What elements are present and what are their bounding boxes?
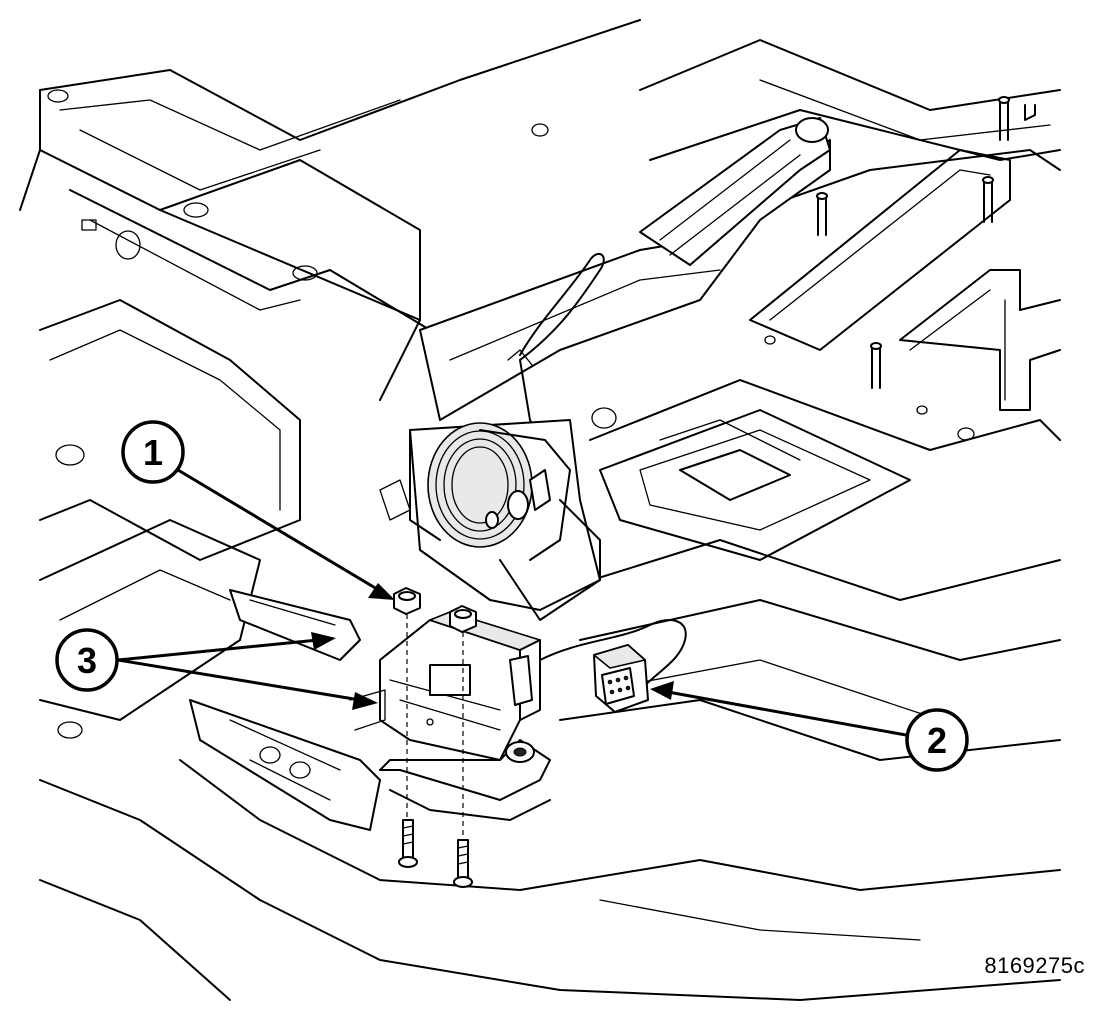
callout-3-label: 3: [77, 640, 97, 681]
callout-1: 1: [121, 420, 185, 484]
callout-1-label: 1: [143, 432, 163, 473]
callout-2: 2: [905, 708, 969, 772]
floor-pan-structure: [19, 19, 1061, 1001]
figure-id: 8169275c: [984, 953, 1085, 978]
body-studs: [816, 96, 1036, 389]
orc-module: [349, 611, 541, 763]
park-brake-lever: [419, 117, 831, 441]
leader-arrows: [116, 468, 908, 737]
callout-3: 3: [55, 628, 119, 692]
wire-harness-connector: [539, 619, 687, 713]
brake-cable-reel: [379, 419, 601, 621]
mounting-nuts: [393, 587, 477, 840]
mounting-studs: [398, 819, 473, 888]
callout-2-label: 2: [927, 720, 947, 761]
